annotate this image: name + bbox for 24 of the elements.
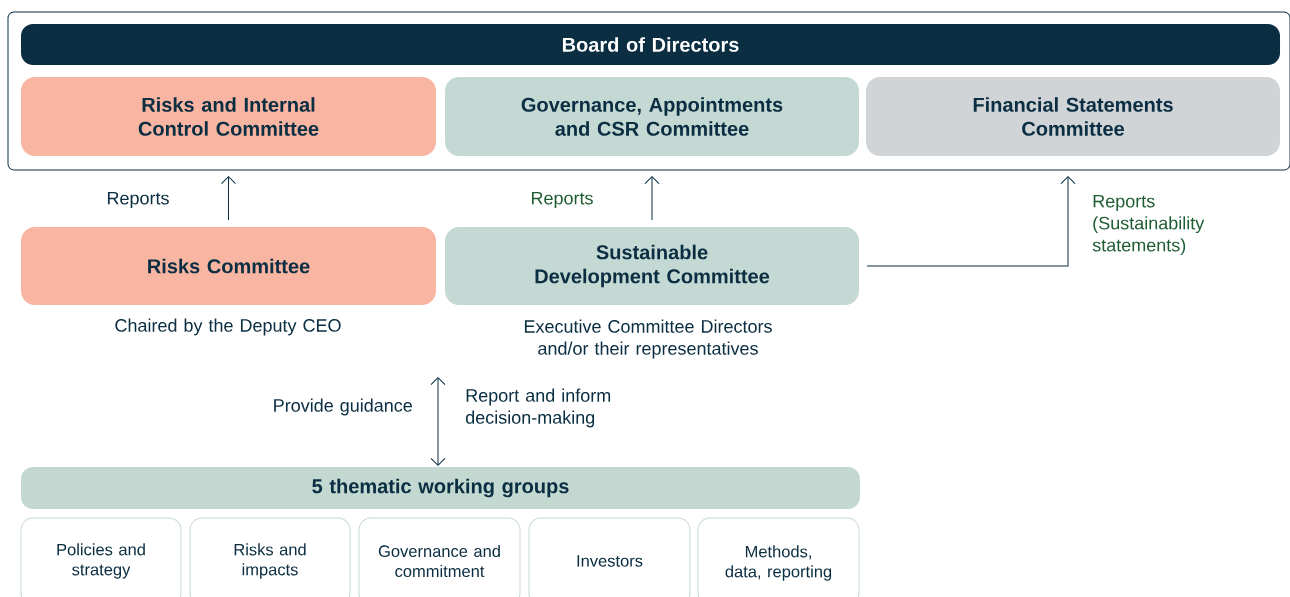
group-box: Governance and commitment <box>358 517 521 597</box>
edge-label: Reports (Sustainability statements) <box>1092 194 1205 256</box>
board-frame <box>7 11 1290 171</box>
edge-label: Reports <box>107 191 169 209</box>
group-box: Methods, data, reporting <box>697 517 860 597</box>
committee-box: Risks Committee <box>21 227 436 305</box>
edge-label: Report and inform decision-making <box>465 388 611 428</box>
group-box: Risks and impacts <box>189 517 351 597</box>
working-groups-bar: 5 thematic working groups <box>21 467 860 509</box>
group-box: Policies and strategy <box>20 517 182 597</box>
group-box: Investors <box>528 517 691 597</box>
committee-box: Governance, Appointments and CSR Committee <box>445 77 859 156</box>
arrow <box>866 176 1076 267</box>
node-caption: Chaired by the Deputy CEO <box>115 318 341 336</box>
text-label: Provide guidance <box>274 398 412 416</box>
board-bar: Board of Directors <box>21 24 1280 65</box>
edge-label: Reports <box>531 191 593 209</box>
arrow <box>221 176 236 221</box>
committee-box: Financial Statements Committee <box>866 77 1280 156</box>
arrow <box>644 176 660 221</box>
node-caption: Executive Committee Directors and/or their representatives <box>524 319 772 359</box>
committee-box: Sustainable Development Committee <box>445 227 859 305</box>
committee-box: Risks and Internal Control Committee <box>21 77 436 156</box>
arrow <box>430 377 446 466</box>
